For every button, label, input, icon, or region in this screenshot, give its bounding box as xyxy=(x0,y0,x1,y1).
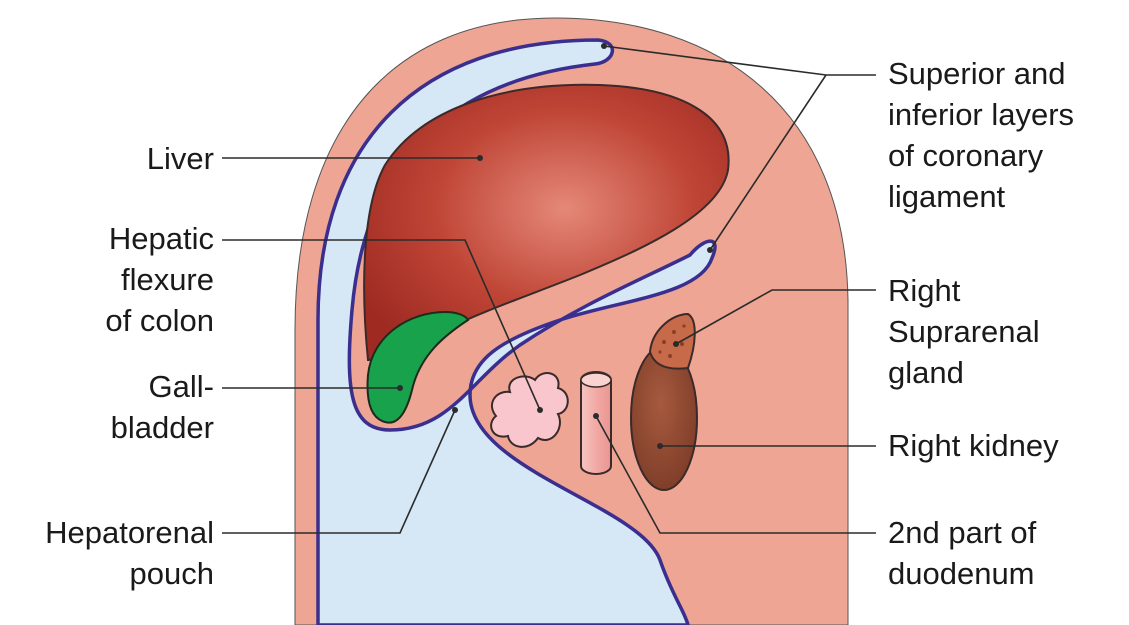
label-coronary-ligament: Superior and inferior layers of coronary… xyxy=(888,53,1074,217)
label-suprarenal-gland: Right Suprarenal gland xyxy=(888,270,1040,393)
label-hepatic-flexure: Hepatic flexure of colon xyxy=(105,218,214,341)
label-duodenum: 2nd part of duodenum xyxy=(888,512,1036,594)
label-gallbladder: Gall- bladder xyxy=(111,366,214,448)
label-right-kidney: Right kidney xyxy=(888,425,1059,466)
duodenum-2nd-part xyxy=(581,372,611,474)
label-liver: Liver xyxy=(147,138,214,179)
label-hepatorenal-pouch: Hepatorenal pouch xyxy=(45,512,214,594)
